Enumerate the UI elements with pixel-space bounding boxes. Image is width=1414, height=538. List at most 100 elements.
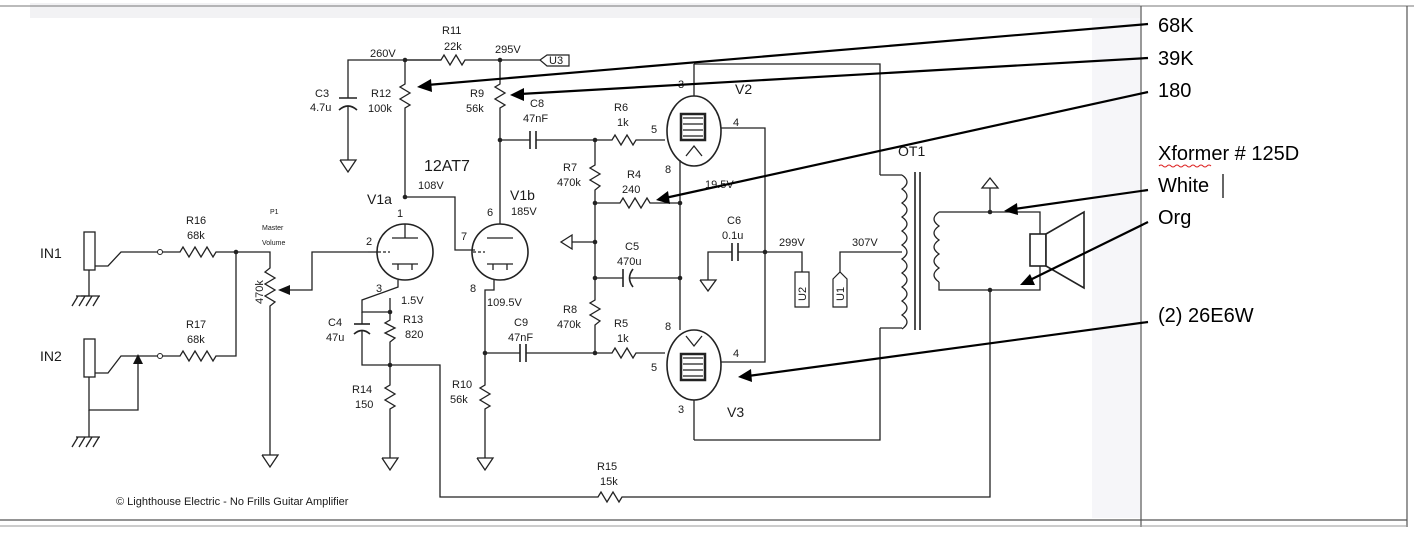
c3-value: 4.7u bbox=[310, 102, 331, 114]
ot1-label: OT1 bbox=[898, 143, 925, 159]
master-volume-pot bbox=[236, 251, 368, 469]
resistor-r5 bbox=[595, 346, 665, 360]
v108-label: 108V bbox=[418, 180, 444, 192]
r8-ref: R8 bbox=[563, 304, 577, 316]
r16-value: 68k bbox=[187, 230, 205, 242]
input-jack-2 bbox=[71, 338, 160, 448]
copyright-text: © Lighthouse Electric - No Frills Guitar… bbox=[116, 496, 349, 508]
c9-value: 47nF bbox=[508, 332, 533, 344]
v307-label: 307V bbox=[852, 237, 878, 249]
r14-value: 150 bbox=[355, 399, 373, 411]
c4-value: 47u bbox=[326, 332, 344, 344]
u1-connector bbox=[832, 271, 848, 308]
top-margin-band bbox=[30, 3, 1140, 18]
arrow-39k bbox=[519, 56, 1149, 96]
p1-line1: Master bbox=[262, 225, 284, 232]
tube-v3 bbox=[666, 329, 722, 440]
u3-label: U3 bbox=[549, 55, 563, 67]
r10-value: 56k bbox=[450, 394, 468, 406]
arrow-org bbox=[1029, 221, 1149, 281]
right-margin-band bbox=[1092, 18, 1140, 518]
r14-ref: R14 bbox=[352, 384, 372, 396]
note-xformer: Xformer # 125D bbox=[1158, 143, 1299, 165]
c9-ref: C9 bbox=[514, 317, 528, 329]
r9-ref: R9 bbox=[470, 88, 484, 100]
resistor-r10 bbox=[478, 280, 495, 458]
v1a-label: V1a bbox=[367, 191, 392, 207]
note-68k: 68K bbox=[1158, 15, 1194, 37]
in2-label: IN2 bbox=[40, 348, 62, 364]
r15-ref: R15 bbox=[597, 461, 617, 473]
r6-value: 1k bbox=[617, 117, 629, 129]
r13-ref: R13 bbox=[403, 314, 423, 326]
arrow-180 bbox=[664, 90, 1149, 200]
resistor-r12 bbox=[398, 60, 412, 197]
v295-label: 295V bbox=[495, 44, 521, 56]
arrow-white bbox=[1013, 188, 1149, 211]
resistor-r8 bbox=[588, 203, 602, 353]
note-white: White bbox=[1158, 175, 1209, 197]
r6-ref: R6 bbox=[614, 102, 628, 114]
r9-value: 56k bbox=[466, 103, 484, 115]
v1a-pin2: 2 bbox=[366, 236, 372, 248]
c5-ref: C5 bbox=[625, 241, 639, 253]
r5-ref: R5 bbox=[614, 318, 628, 330]
r15-value: 15k bbox=[600, 476, 618, 488]
v1a-pin1: 1 bbox=[397, 208, 403, 220]
note-39k: 39K bbox=[1158, 48, 1194, 70]
r7-ref: R7 bbox=[563, 162, 577, 174]
v3-label: V3 bbox=[727, 404, 744, 420]
resistor-r13 bbox=[383, 298, 397, 365]
c3-ref: C3 bbox=[315, 88, 329, 100]
arrow-tubes bbox=[747, 320, 1149, 378]
resistor-r11 bbox=[405, 53, 500, 67]
u2-connector bbox=[794, 271, 810, 308]
r5-value: 1k bbox=[617, 333, 629, 345]
p1-line2: Volume bbox=[262, 240, 285, 247]
u2-label: U2 bbox=[797, 287, 809, 301]
v2-pin4: 4 bbox=[733, 117, 739, 129]
u3-connector bbox=[539, 54, 570, 67]
tube-type-label: 12AT7 bbox=[424, 158, 470, 175]
v185-label: 185V bbox=[511, 206, 537, 218]
v260-label: 260V bbox=[370, 48, 396, 60]
u1-label: U1 bbox=[835, 287, 847, 301]
r17-value: 68k bbox=[187, 334, 205, 346]
v299-label: 299V bbox=[779, 237, 805, 249]
r13-value: 820 bbox=[405, 329, 423, 341]
note-org: Org bbox=[1158, 207, 1191, 229]
tube-v1b bbox=[471, 223, 529, 281]
c8-ref: C8 bbox=[530, 98, 544, 110]
note-tubes: (2) 26E6W bbox=[1158, 305, 1254, 327]
r11-value: 22k bbox=[444, 41, 462, 53]
v1a-pin3: 3 bbox=[376, 283, 382, 295]
v1b-pin7: 7 bbox=[461, 231, 467, 243]
c5-value: 470u bbox=[617, 256, 641, 268]
feedback-line bbox=[390, 290, 991, 504]
resistor-r6 bbox=[595, 133, 665, 147]
v1b-label: V1b bbox=[510, 187, 535, 203]
r11-ref: R11 bbox=[442, 25, 461, 37]
resistor-r9 bbox=[493, 60, 507, 140]
r7-value: 470k bbox=[557, 177, 581, 189]
spellcheck-underline bbox=[1158, 164, 1212, 168]
resistor-r7 bbox=[588, 140, 602, 203]
arrow-68k bbox=[426, 22, 1149, 87]
r17-ref: R17 bbox=[186, 319, 206, 331]
r12-value: 100k bbox=[368, 103, 392, 115]
note-180: 180 bbox=[1158, 80, 1191, 102]
r4-ref: R4 bbox=[627, 169, 641, 181]
in1-label: IN1 bbox=[40, 245, 62, 261]
input-jack-1 bbox=[71, 231, 160, 307]
resistor-r17 bbox=[162, 252, 237, 363]
resistor-r4 bbox=[595, 196, 680, 210]
v109-5-label: 109.5V bbox=[487, 297, 523, 309]
speaker bbox=[1029, 210, 1085, 290]
tube-v2 bbox=[666, 64, 722, 167]
r4-value: 240 bbox=[622, 184, 640, 196]
v1b-pin6: 6 bbox=[487, 207, 493, 219]
c6-value: 0.1u bbox=[722, 230, 743, 242]
tube-v1a bbox=[368, 223, 434, 281]
